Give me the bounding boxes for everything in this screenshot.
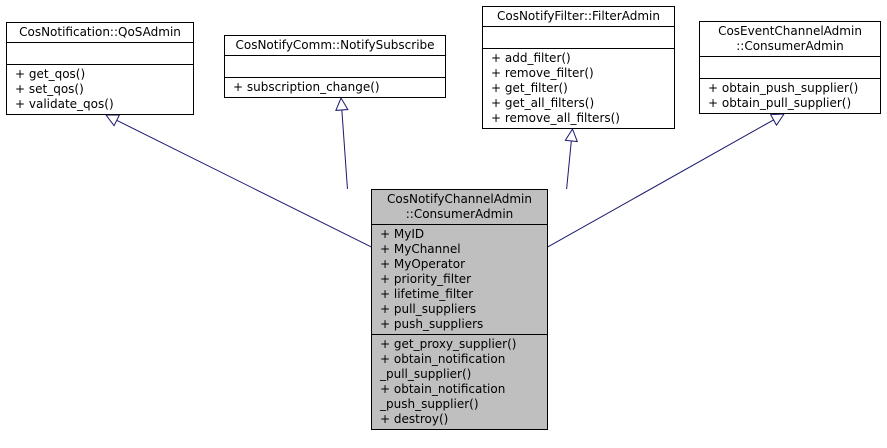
class-name-line: ::ConsumerAdmin [405, 207, 514, 221]
attribute-row: + pull_suppliers [380, 302, 477, 316]
attribute-row: + push_suppliers [380, 317, 484, 331]
class-operations: + get_qos()+ set_qos()+ validate_qos() [7, 65, 193, 114]
operation-row: + remove_all_filters() [491, 111, 620, 125]
class-name-line: CosNotifyFilter::FilterAdmin [496, 9, 660, 23]
operation-row: + get_qos() [15, 67, 86, 81]
operation-row: _push_supplier() [380, 397, 479, 411]
class-attributes [700, 57, 880, 79]
class-attributes [225, 56, 445, 78]
operation-row: + obtain_notification [380, 352, 506, 366]
operation-row: + remove_filter() [491, 66, 594, 80]
operation-row: + get_proxy_supplier() [380, 337, 517, 351]
operation-row: + validate_qos() [15, 97, 114, 111]
class-name-line: CosNotifyComm::NotifySubscribe [235, 38, 435, 52]
operation-row: + add_filter() [491, 51, 571, 65]
operation-row: + destroy() [380, 412, 449, 426]
operation-row: + set_qos() [15, 82, 84, 96]
class-name-line: CosNotification::QoSAdmin [19, 25, 181, 39]
attribute-row: + priority_filter [380, 272, 472, 286]
class-name-line: CosNotifyChannelAdmin [387, 192, 532, 206]
attribute-row: + MyID [380, 227, 425, 241]
operation-row: + obtain_notification [380, 382, 506, 396]
inheritance-line [547, 119, 774, 248]
class-notifysubscribe[interactable]: CosNotifyComm::NotifySubscribe + subscri… [224, 35, 446, 98]
class-filteradmin[interactable]: CosNotifyFilter::FilterAdmin + add_filte… [482, 6, 675, 129]
inheritance-line [116, 119, 372, 248]
class-attributes [7, 43, 193, 65]
operation-row: + get_all_filters() [491, 96, 595, 110]
inheritance-arrowhead [769, 113, 785, 127]
operation-row: _pull_supplier() [380, 367, 472, 381]
class-qosadmin[interactable]: CosNotification::QoSAdmin + get_qos()+ s… [6, 22, 194, 115]
class-operations: + get_proxy_supplier()+ obtain_notificat… [372, 335, 547, 429]
class-name: CosEventChannelAdmin::ConsumerAdmin [700, 22, 880, 57]
class-operations: + subscription_change() [225, 78, 445, 97]
class-name-line: ::ConsumerAdmin [736, 39, 844, 53]
attribute-row: + MyOperator [380, 257, 466, 271]
class-attributes: + MyID+ MyChannel+ MyOperator+ priority_… [372, 225, 547, 335]
class-name: CosNotifyChannelAdmin::ConsumerAdmin [372, 190, 547, 225]
class-event-consumeradmin[interactable]: CosEventChannelAdmin::ConsumerAdmin + ob… [699, 21, 881, 114]
class-name: CosNotifyComm::NotifySubscribe [225, 36, 445, 56]
inheritance-line [341, 109, 348, 190]
class-operations: + obtain_push_supplier()+ obtain_pull_su… [700, 79, 880, 113]
operation-row: + obtain_push_supplier() [708, 81, 859, 95]
inheritance-arrowhead [335, 96, 349, 111]
class-notify-consumeradmin[interactable]: CosNotifyChannelAdmin::ConsumerAdmin + M… [371, 189, 548, 430]
attribute-row: + lifetime_filter [380, 287, 474, 301]
class-name: CosNotification::QoSAdmin [7, 23, 193, 43]
attribute-row: + MyChannel [380, 242, 461, 256]
class-attributes [483, 27, 674, 49]
operation-row: + get_filter() [491, 81, 568, 95]
inheritance-line [566, 140, 572, 190]
inheritance-arrowhead [564, 127, 579, 143]
operation-row: + subscription_change() [233, 80, 380, 94]
operation-row: + obtain_pull_supplier() [708, 96, 852, 110]
class-name: CosNotifyFilter::FilterAdmin [483, 7, 674, 27]
class-operations: + add_filter()+ remove_filter()+ get_fil… [483, 49, 674, 128]
class-name-line: CosEventChannelAdmin [718, 24, 862, 38]
